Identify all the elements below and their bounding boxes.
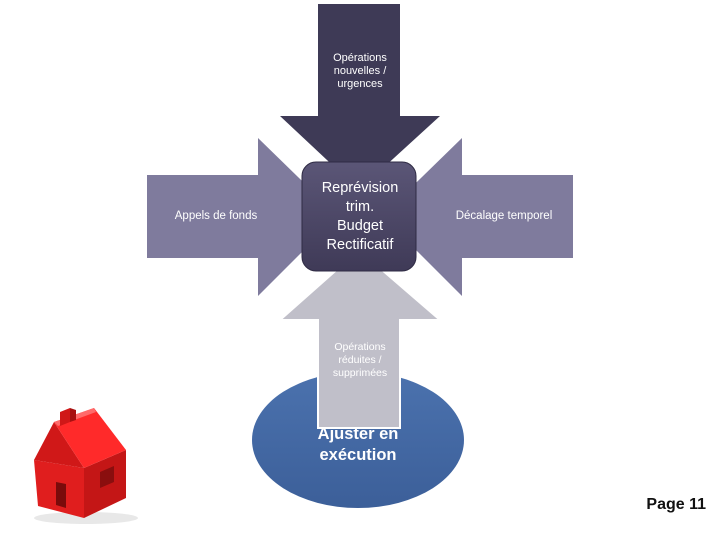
arrow-top (280, 4, 440, 190)
execution-oval (252, 372, 464, 508)
center-box-label: Reprévision trim. Budget Rectificatif (321, 180, 399, 253)
arrow-top-label: Opérations nouvelles / urgences (333, 52, 387, 90)
arrow-right-label: Décalage temporel (455, 210, 553, 222)
arrow-left (147, 138, 338, 296)
oval-label: Ajuster en exécution (317, 425, 399, 464)
center-box (301, 161, 417, 272)
arrow-bottom (277, 248, 443, 429)
arrow-bottom-label: Opérations réduites / supprimées (332, 341, 388, 379)
arrow-left-label: Appels de fonds (174, 210, 258, 222)
house-icon (34, 408, 138, 524)
arrow-right (382, 138, 573, 296)
page-number: Page 11 (646, 496, 706, 513)
